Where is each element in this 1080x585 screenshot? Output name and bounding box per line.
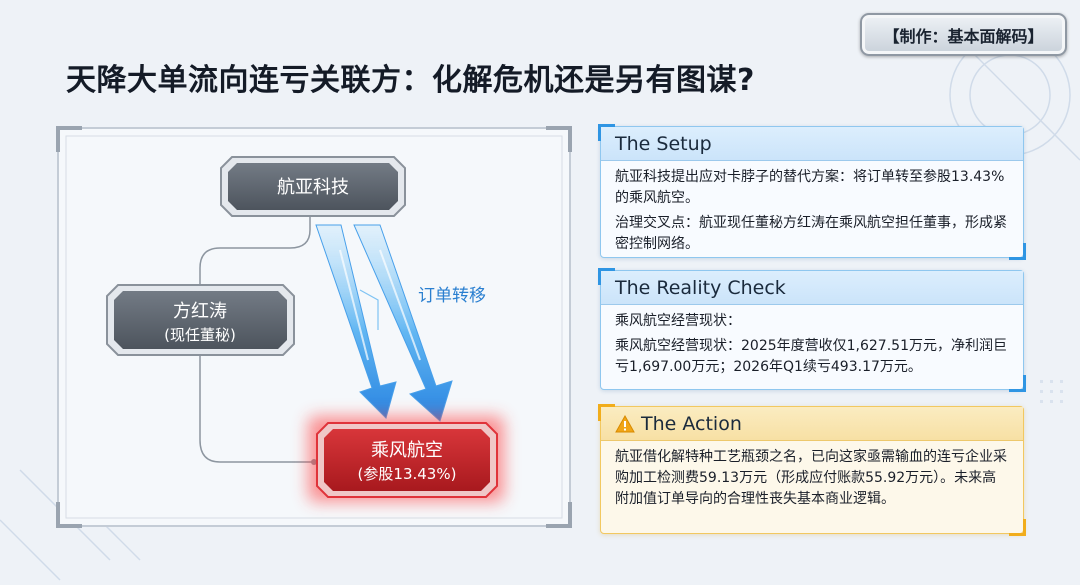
reality-card-heading: The Reality Check [601, 271, 1023, 305]
setup-card-heading: The Setup [601, 127, 1023, 161]
setup-card: The Setup 航亚科技提出应对卡脖子的替代方案：将订单转至参股13.43%… [598, 124, 1026, 260]
flow-label: 订单转移 [418, 286, 486, 306]
node-fang-sublabel: (现任董秘) [164, 326, 236, 344]
action-card-header: The Action [601, 407, 1023, 441]
action-line-1: 航亚借化解特种工艺瓶颈之名，已向这家亟需输血的连亏企业采购加工检测费59.13万… [615, 449, 1007, 507]
reality-line-1: 乘风航空经营现状： [615, 313, 741, 329]
action-card-heading: The Action [641, 412, 742, 435]
node-chengfeng-sublabel: (参股13.43%) [358, 465, 457, 483]
setup-card-body: 航亚科技提出应对卡脖子的替代方案：将订单转至参股13.43%的乘风航空。 治理交… [601, 161, 1023, 265]
node-hangya-tech: 航亚科技 [220, 156, 406, 217]
warning-icon [615, 414, 635, 433]
action-card: The Action 航亚借化解特种工艺瓶颈之名，已向这家亟需输血的连亏企业采购… [598, 404, 1026, 536]
node-chengfeng-label: 乘风航空 [371, 440, 443, 461]
connector-lines [199, 213, 314, 463]
reality-line-2: 乘风航空经营现状：2025年度营收仅1,627.51万元，净利润巨亏1,697.… [615, 338, 1007, 375]
reality-card-body: 乘风航空经营现状： 乘风航空经营现状：2025年度营收仅1,627.51万元，净… [601, 305, 1023, 388]
page-title: 天降大单流向连亏关联方：化解危机还是另有图谋? [66, 63, 755, 98]
action-card-body: 航亚借化解特种工艺瓶颈之名，已向这家亟需输血的连亏企业采购加工检测费59.13万… [601, 441, 1023, 520]
setup-line-1: 航亚科技提出应对卡脖子的替代方案：将订单转至参股13.43%的乘风航空。 [615, 169, 1005, 206]
node-chengfeng-aviation: 乘风航空 (参股13.43%) [308, 416, 504, 502]
order-transfer-arrows [315, 224, 453, 422]
setup-line-2: 治理交叉点：航亚现任董秘方红涛在乘风航空担任董事，形成紧密控制网络。 [615, 215, 1007, 252]
node-fang-label: 方红涛 [173, 301, 227, 322]
node-hangya-label: 航亚科技 [277, 177, 349, 198]
creator-badge: 【制作：基本面解码】 [860, 13, 1067, 56]
node-fang-hongtao: 方红涛 (现任董秘) [106, 284, 295, 356]
reality-check-card: The Reality Check 乘风航空经营现状： 乘风航空经营现状：202… [598, 268, 1026, 392]
